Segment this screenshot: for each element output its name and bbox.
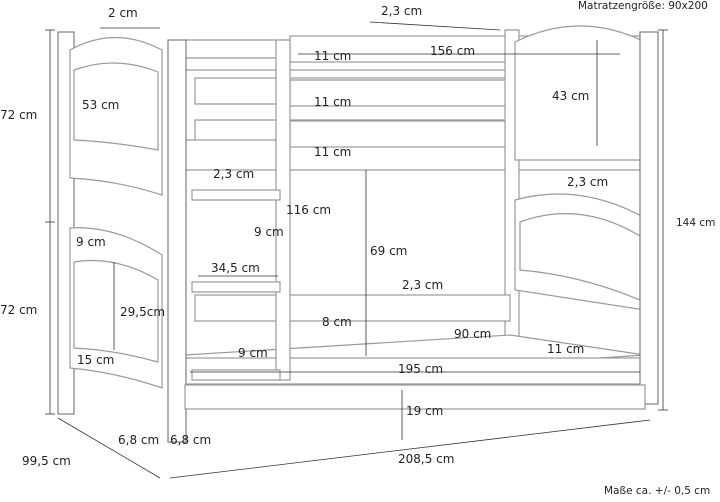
dim-footboard-rail-thickness: 2,3 cm — [567, 175, 608, 189]
dim-guard-height: 43 cm — [552, 89, 589, 103]
dim-depth: 99,5 cm — [22, 454, 71, 468]
dim-ladder-rung-thickness: 2,3 cm — [213, 167, 254, 181]
dim-top-rail-thickness: 2,3 cm — [381, 4, 422, 18]
dim-ladder-width: 34,5 cm — [211, 261, 260, 275]
dim-post-width-b: 6,8 cm — [170, 433, 211, 447]
dim-lower-height: 72 cm — [0, 303, 37, 317]
dim-ladder-rung-gap: 9 cm — [254, 225, 284, 239]
front-left-post — [167, 39, 187, 443]
dimension-lines — [45, 21, 668, 479]
dim-top-post: 2 cm — [108, 6, 138, 20]
dim-bottom-length: 195 cm — [398, 362, 443, 376]
dim-floor-clearance: 19 cm — [406, 404, 443, 418]
dim-rail-height-1: 11 cm — [314, 49, 351, 63]
dim-gap-between: 69 cm — [370, 244, 407, 258]
dim-headboard-upper: 53 cm — [82, 98, 119, 112]
dim-total-height: 144 cm — [676, 217, 715, 229]
dim-lower-side-rail-thickness: 2,3 cm — [402, 278, 443, 292]
ladder-rung-3 — [191, 369, 281, 381]
bed-structure — [57, 25, 659, 443]
dim-lower-panel: 29,5cm — [120, 305, 165, 319]
dim-ladder-bottom-gap: 9 cm — [238, 346, 268, 360]
dim-lower-headboard-rail: 9 cm — [76, 235, 106, 249]
dim-inner-length: 156 cm — [430, 44, 475, 58]
dim-post-width-a: 6,8 cm — [118, 433, 159, 447]
dim-total-length: 208,5 cm — [398, 452, 454, 466]
base-rail — [184, 384, 646, 410]
dim-rail-height-3: 11 cm — [314, 145, 351, 159]
dim-front-rail-height: 11 cm — [547, 342, 584, 356]
left-headboard-upper-panel — [73, 62, 159, 151]
dim-ladder-height: 116 cm — [286, 203, 331, 217]
mattress-size-label: Matratzengröße: 90x200 — [578, 0, 708, 12]
front-right-post — [639, 31, 659, 405]
dim-inner-width: 90 cm — [454, 327, 491, 341]
tolerance-label: Maße ca. +/- 0,5 cm — [604, 485, 710, 497]
left-headboard-lower-panel — [73, 259, 159, 363]
lower-back-rail — [194, 294, 511, 322]
dim-side-rail-height: 8 cm — [322, 315, 352, 329]
dim-upper-height: 72 cm — [0, 108, 37, 122]
ladder-rung-2 — [191, 281, 281, 293]
ladder-right-rail — [275, 39, 291, 381]
dim-rail-height-2: 11 cm — [314, 95, 351, 109]
ladder-rung-1 — [191, 189, 281, 201]
dim-lower-bottom-rail: 15 cm — [77, 353, 114, 367]
